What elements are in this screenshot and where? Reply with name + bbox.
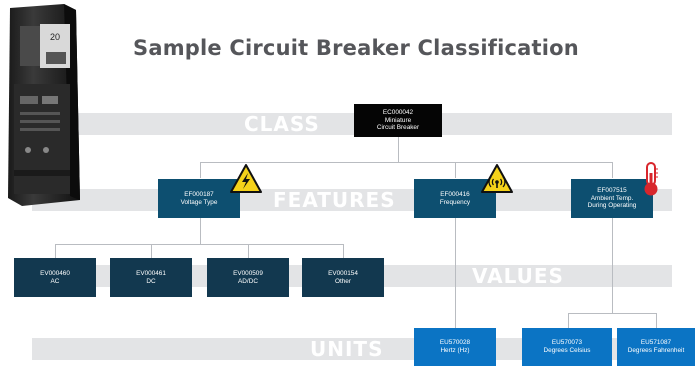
connector-unit-2 bbox=[568, 313, 569, 328]
page-title: Sample Circuit Breaker Classification bbox=[133, 36, 579, 60]
feature-node-label-2: During Operating bbox=[587, 202, 637, 210]
connector-feature-1-down bbox=[200, 218, 201, 244]
breaker-rating-label: 20 bbox=[50, 32, 60, 42]
connector-feature-3-down bbox=[612, 218, 613, 313]
value-node-label: DC bbox=[146, 277, 156, 285]
feature-node-label: Frequency bbox=[439, 198, 471, 206]
connector-value-2 bbox=[151, 244, 152, 258]
features-band-label: FEATURES bbox=[273, 188, 396, 212]
thermometer-icon bbox=[644, 162, 658, 196]
feature-node-code: EF000187 bbox=[184, 190, 214, 198]
high-voltage-warning-icon bbox=[230, 164, 262, 193]
units-band-label: UNITS bbox=[310, 337, 384, 361]
connector-feature-2-down bbox=[455, 218, 456, 328]
connector-feature-3-up bbox=[612, 162, 613, 178]
value-node-dc: EV000461 DC bbox=[110, 258, 192, 297]
connector-feature-2-up bbox=[455, 162, 456, 178]
class-node-line2: Circuit Breaker bbox=[376, 124, 420, 132]
value-node-code: EV000154 bbox=[328, 269, 358, 277]
feature-node-ambient-temp: EF007515 Ambient Temp. During Operating bbox=[571, 179, 653, 218]
unit-node-label: Degrees Fahrenheit bbox=[627, 347, 685, 354]
class-node-line1: Miniature bbox=[384, 116, 412, 124]
class-node-code: EC000042 bbox=[382, 109, 414, 117]
connector-values-bus bbox=[55, 244, 343, 245]
wireless-signal-warning-icon bbox=[481, 164, 513, 193]
unit-node-code: EU571087 bbox=[640, 339, 672, 347]
value-node-other: EV000154 Other bbox=[302, 258, 384, 297]
unit-node-code: EU570073 bbox=[551, 339, 583, 347]
unit-node-label: Degrees Celsius bbox=[543, 347, 591, 354]
unit-node-code: EU570028 bbox=[439, 339, 471, 347]
connector-value-4 bbox=[343, 244, 344, 258]
value-node-ad-dc: EV000509 AD/DC bbox=[207, 258, 289, 297]
feature-node-code: EF000416 bbox=[440, 190, 470, 198]
connector-units-bus bbox=[568, 313, 656, 314]
connector-value-3 bbox=[248, 244, 249, 258]
class-node: EC000042 Miniature Circuit Breaker bbox=[354, 104, 442, 137]
connector-feature-1-up bbox=[200, 162, 201, 178]
values-band-label: VALUES bbox=[472, 264, 564, 288]
connector-unit-3 bbox=[656, 313, 657, 328]
value-node-ac: EV000460 AC bbox=[14, 258, 96, 297]
class-band bbox=[32, 113, 672, 135]
value-node-code: EV000460 bbox=[40, 269, 70, 277]
unit-node-fahrenheit: EU571087 Degrees Fahrenheit bbox=[617, 328, 695, 366]
units-band bbox=[32, 338, 672, 360]
value-node-label: AC bbox=[50, 277, 60, 285]
class-band-label: CLASS bbox=[244, 112, 320, 136]
connector-class-down bbox=[398, 136, 399, 163]
feature-node-label: Voltage Type bbox=[180, 198, 218, 206]
feature-node-label: Ambient Temp. bbox=[590, 194, 634, 202]
value-node-code: EV000509 bbox=[233, 269, 263, 277]
unit-node-celsius: EU570073 Degrees Celsius bbox=[522, 328, 612, 366]
value-node-code: EV000461 bbox=[136, 269, 166, 277]
circuit-breaker-image: 20 bbox=[8, 4, 80, 206]
unit-node-label: Hertz (Hz) bbox=[440, 347, 470, 354]
value-node-label: Other bbox=[335, 277, 351, 285]
value-node-label: AD/DC bbox=[238, 277, 258, 285]
feature-node-frequency: EF000416 Frequency bbox=[414, 179, 496, 218]
feature-node-voltage-type: EF000187 Voltage Type bbox=[158, 179, 240, 218]
connector-value-1 bbox=[55, 244, 56, 258]
feature-node-code: EF007515 bbox=[597, 187, 627, 195]
connector-features-bus bbox=[200, 162, 612, 163]
unit-node-hertz: EU570028 Hertz (Hz) bbox=[414, 328, 496, 366]
